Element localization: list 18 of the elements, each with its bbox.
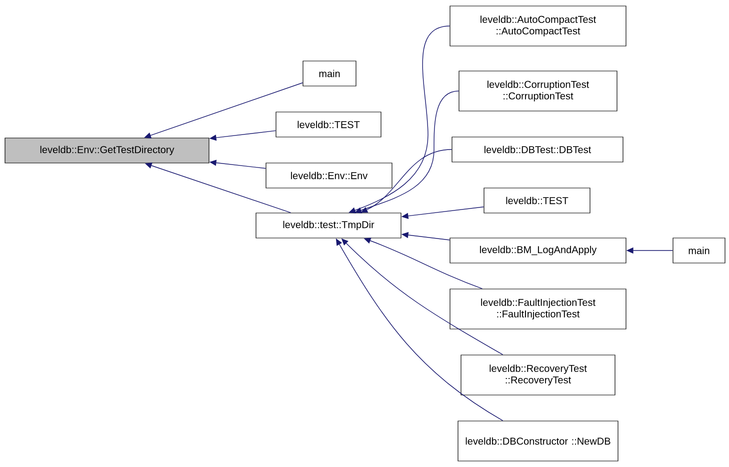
function-box: leveldb::Env::GetTestDirectory	[4, 138, 210, 164]
function-box: main	[672, 238, 726, 264]
function-box: leveldb::DBTest::DBTest	[452, 136, 624, 162]
function-box: leveldb::RecoveryTest ::RecoveryTest	[460, 354, 616, 396]
arrow	[144, 82, 304, 138]
arrow	[354, 90, 460, 214]
function-box: leveldb::CorruptionTest ::CorruptionTest	[458, 70, 618, 112]
function-box: leveldb::AutoCompactTest ::AutoCompactTest	[450, 6, 626, 46]
arrow	[348, 26, 450, 214]
function-box: leveldb::TEST	[276, 112, 382, 138]
function-box: leveldb::Env::Env	[266, 162, 392, 188]
function-box: leveldb::DBConstructor ::NewDB	[458, 420, 618, 462]
function-box: leveldb::test::TmpDir	[256, 212, 402, 238]
function-box: leveldb::FaultInjectionTest ::FaultInjectionTest	[450, 288, 626, 330]
function-box: leveldb::BM_LogAndApply	[450, 238, 626, 264]
arrow	[360, 149, 452, 213]
function-box: main	[302, 60, 356, 86]
function-box: leveldb::TEST	[484, 188, 590, 214]
